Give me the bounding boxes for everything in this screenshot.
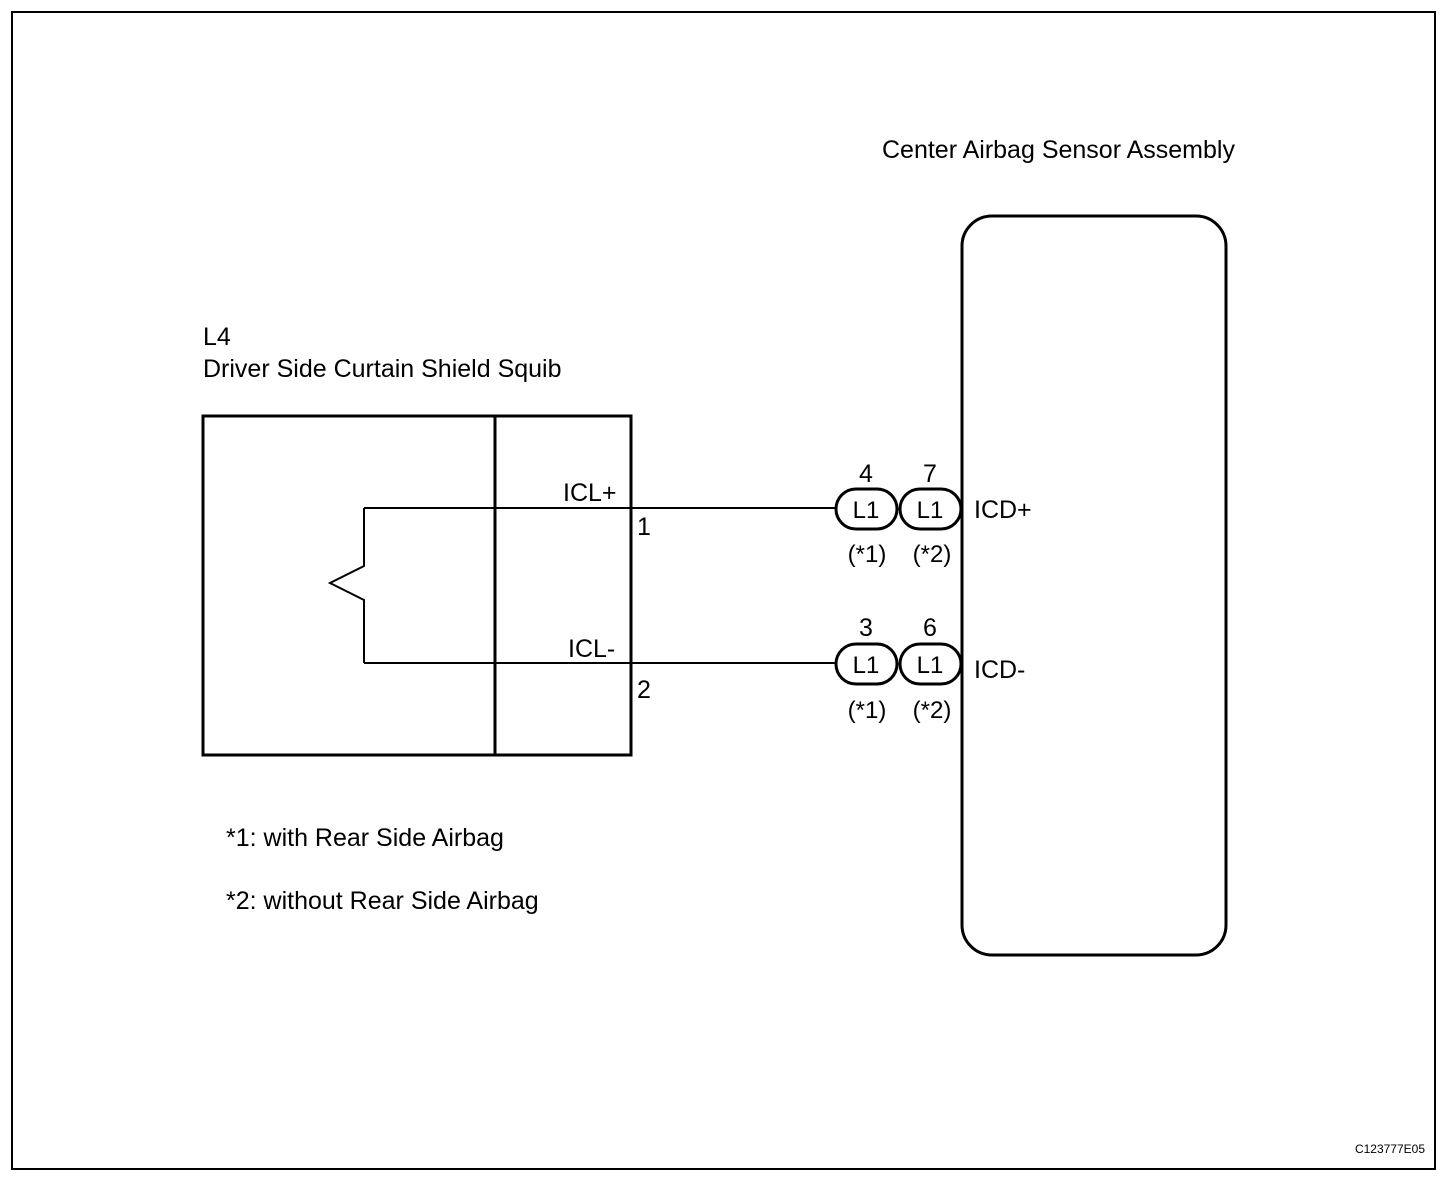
figure-id: C123777E05 (1355, 1142, 1425, 1156)
pin-number-2: 2 (637, 676, 651, 704)
terminal-icd-minus: ICD- (974, 656, 1025, 684)
connector-l1-pin7 (898, 487, 963, 531)
connector-label: L1 (853, 497, 880, 524)
sensor-name: Center Airbag Sensor Assembly (882, 136, 1235, 164)
pin-number-1: 1 (637, 513, 651, 541)
note-1: *1: with Rear Side Airbag (226, 824, 504, 852)
connector-l1-pin6 (898, 642, 963, 686)
connector-pin-6: 6 (923, 614, 937, 642)
connector-label: L1 (853, 652, 880, 679)
note-2: *2: without Rear Side Airbag (226, 887, 539, 915)
connector-pin-7: 7 (923, 460, 937, 488)
connector-label: L1 (917, 652, 944, 679)
connector-note: (*1) (848, 697, 887, 724)
connector-note: (*1) (848, 541, 887, 568)
connector-pin-4: 4 (859, 460, 873, 488)
squib-code: L4 (203, 323, 231, 351)
sensor-assembly-box (960, 214, 1228, 957)
connector-label: L1 (917, 497, 944, 524)
connector-pin-3: 3 (859, 614, 873, 642)
squib-box (201, 414, 633, 757)
terminal-icd-plus: ICD+ (974, 496, 1032, 524)
connector-l1-pin3 (834, 642, 899, 686)
squib-element-symbol (327, 508, 365, 663)
diagram-frame (11, 11, 1436, 1170)
pin-signal-icl-minus: ICL- (568, 635, 615, 663)
connector-note: (*2) (913, 541, 952, 568)
pin-signal-icl-plus: ICL+ (563, 479, 617, 507)
squib-name: Driver Side Curtain Shield Squib (203, 355, 562, 383)
connector-l1-pin4 (834, 487, 899, 531)
connector-note: (*2) (913, 697, 952, 724)
